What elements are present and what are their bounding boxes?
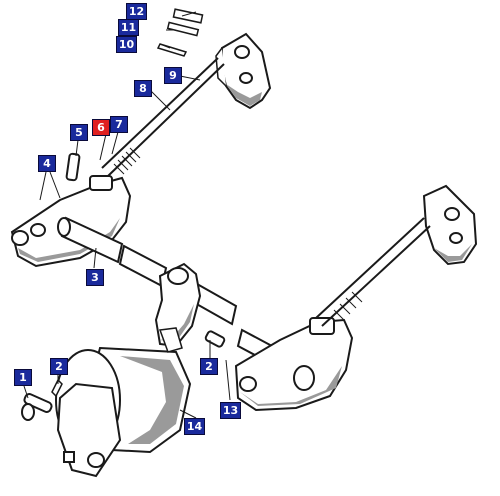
callout-10[interactable]: 10 [116, 36, 137, 53]
upper-pins [156, 8, 204, 57]
callout-5[interactable]: 5 [70, 124, 88, 141]
callout-3[interactable]: 3 [86, 269, 104, 286]
right-threaded-rod [315, 217, 431, 327]
callout-4[interactable]: 4 [38, 155, 56, 172]
upper-bracket [215, 32, 272, 110]
callout-11[interactable]: 11 [118, 19, 139, 36]
callout-6[interactable]: 6 [92, 119, 110, 136]
callout-12[interactable]: 12 [126, 3, 147, 20]
callout-1[interactable]: 1 [14, 369, 32, 386]
callout-8[interactable]: 8 [134, 80, 152, 97]
leader-lines [23, 11, 231, 419]
right-lower-bracket [234, 317, 354, 412]
pin-5 [65, 152, 81, 182]
callout-2-clip[interactable]: 2 [50, 358, 68, 375]
callout-2-bolt[interactable]: 2 [200, 358, 218, 375]
upper-threaded-rod [101, 57, 225, 177]
pin-1 [21, 393, 53, 421]
callout-9[interactable]: 9 [164, 67, 182, 84]
center-lever [154, 262, 202, 348]
callout-13[interactable]: 13 [220, 402, 241, 419]
center-bolt [204, 330, 226, 348]
servo-cylinder [55, 327, 192, 478]
callout-7[interactable]: 7 [110, 116, 128, 133]
clip-2 [51, 378, 63, 398]
right-upper-bracket [422, 184, 478, 266]
callout-14[interactable]: 14 [184, 418, 205, 435]
